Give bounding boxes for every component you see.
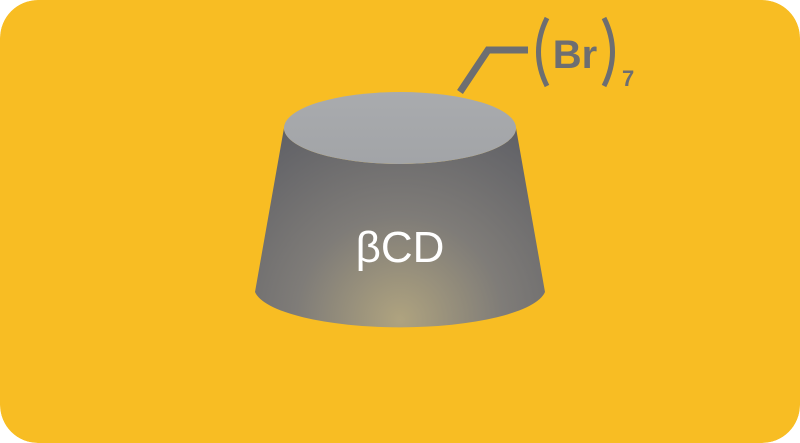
substituent-linker-line [457, 46, 528, 94]
cone-top-face [284, 92, 516, 164]
left-bracket [536, 16, 550, 88]
right-bracket [601, 16, 615, 88]
substituent-label: Br [553, 33, 597, 77]
cone-body [255, 128, 545, 328]
substituent-subscript: 7 [622, 66, 634, 91]
cone-label: βCD [356, 223, 445, 272]
